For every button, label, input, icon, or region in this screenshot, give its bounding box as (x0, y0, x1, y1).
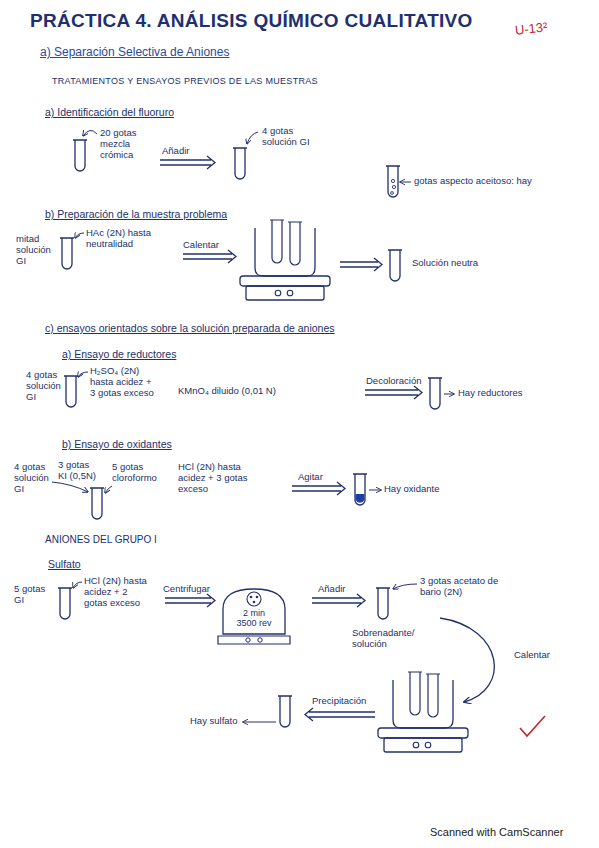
grade-mark: U-13² (514, 20, 548, 38)
leader-line (247, 132, 258, 144)
result-note: gotas aspecto aceitoso: hay (414, 176, 532, 187)
process-arrow (305, 708, 375, 721)
centrifuge-dome (223, 589, 285, 634)
arrow-label: Añadir (162, 146, 189, 157)
test-tube (58, 588, 72, 619)
process-arrow (340, 258, 382, 271)
step-heading: b) Preparación de la muestra problema (45, 208, 227, 220)
arrow-label: Calentar (183, 240, 219, 251)
leader-line (444, 394, 454, 395)
step-heading: a) Identificación del fluoruro (45, 106, 174, 118)
leader-line (393, 584, 417, 589)
process-arrow (183, 250, 236, 263)
result-note: Hay sulfato (190, 716, 238, 727)
arrow-label: Precipitación (312, 696, 366, 707)
centrifuge-node: 2 min 3500 rev (222, 588, 286, 635)
leader-line (105, 486, 112, 493)
arrow-label: Calentar (514, 650, 550, 661)
oil-drops (391, 179, 396, 194)
leader-line (83, 130, 97, 136)
result-note: Solución neutra (412, 258, 478, 269)
result-note: Sobrenadante/ solución (352, 628, 432, 650)
test-tube (60, 238, 74, 269)
reagent-note: 4 gotas solución GI (262, 126, 317, 148)
leader-line (52, 482, 88, 492)
test-tube (90, 488, 104, 519)
reagent-note: 5 gotas GI (14, 584, 48, 606)
test-tube (233, 148, 247, 179)
rotor-slot (256, 596, 259, 599)
hot-plate (240, 220, 330, 300)
hot-plate (378, 672, 468, 752)
arrow-label: Decoloración (366, 376, 421, 387)
leader-line (73, 582, 82, 588)
leader-line (75, 233, 84, 238)
reagent-note: 4 gotas solución GI (14, 462, 50, 495)
process-arrow (365, 386, 422, 399)
step-heading: a) Ensayo de reductores (62, 348, 176, 360)
arrow-label: Agitar (298, 472, 323, 483)
check-mark (520, 716, 545, 736)
section-heading: a) Separación Selectiva de Aniones (40, 46, 229, 60)
reagent-note: 20 gotas mezcla crómica (100, 128, 150, 161)
curved-arrow (440, 618, 494, 702)
blue-layer (356, 494, 365, 503)
test-tube (388, 250, 402, 281)
reagent-note: 4 gotas solución GI (26, 370, 62, 403)
centrifuge-base (218, 636, 290, 644)
test-tube (428, 378, 442, 409)
reagent-note: mitad solución GI (16, 234, 58, 267)
process-arrow (160, 156, 215, 169)
reagent-note: HCl (2N) hasta acidez + 2 gotas exceso (84, 576, 152, 609)
process-arrow (312, 594, 365, 607)
reagent-note: H₂SO₄ (2N) hasta acidez + 3 gotas exceso (90, 366, 158, 399)
reagent-note: 3 gotas KI (0,5N) (58, 460, 100, 482)
rotor-slot (253, 601, 256, 604)
test-tube (64, 376, 78, 407)
result-note: Hay reductores (458, 388, 522, 399)
rotor (247, 592, 261, 606)
page-title: PRÁCTICA 4. ANÁLISIS QUÍMICO CUALITATIVO (30, 10, 473, 32)
result-note: Hay oxidante (384, 484, 439, 495)
centrifuge-knob (246, 638, 250, 642)
group-heading: ANIONES DEL GRUPO I (45, 534, 157, 546)
reagent-note: HAc (2N) hasta neutralidad (86, 228, 158, 250)
arrow-label: Añadir (318, 584, 345, 595)
test-tube (376, 588, 390, 619)
node-text: 2 min 3500 rev (234, 608, 274, 629)
leader-line (243, 722, 276, 723)
process-arrow (292, 482, 345, 495)
step-heading: c) ensayos orientados sobre la solución … (45, 322, 335, 334)
reagent-note: 3 gotas acetato de bario (2N) (420, 576, 505, 598)
arrow-label: Centrifugar (163, 584, 210, 595)
centrifuge-knob (258, 638, 262, 642)
process-arrow (165, 594, 215, 607)
subheading: TRATAMIENTOS Y ENSAYOS PREVIOS DE LAS MU… (52, 76, 318, 86)
leader-line (78, 372, 88, 377)
step-heading: b) Ensayo de oxidantes (62, 438, 172, 450)
reagent-note: HCl (2N) hasta acidez + 3 gotas exceso (178, 462, 258, 495)
reagent-note: 5 gotas cloroformo (112, 462, 168, 484)
scanner-watermark: Scanned with CamScanner (430, 826, 563, 839)
leader-line (400, 182, 411, 183)
leader-line (369, 490, 381, 491)
test-tube (386, 166, 400, 197)
reagent-note: KMnO₄ diluido (0,01 N) (178, 386, 276, 397)
rotor-slot (250, 596, 253, 599)
test-tube (278, 696, 292, 727)
test-tube (353, 474, 367, 505)
step-heading: Sulfato (48, 558, 81, 570)
test-tube (73, 140, 87, 171)
